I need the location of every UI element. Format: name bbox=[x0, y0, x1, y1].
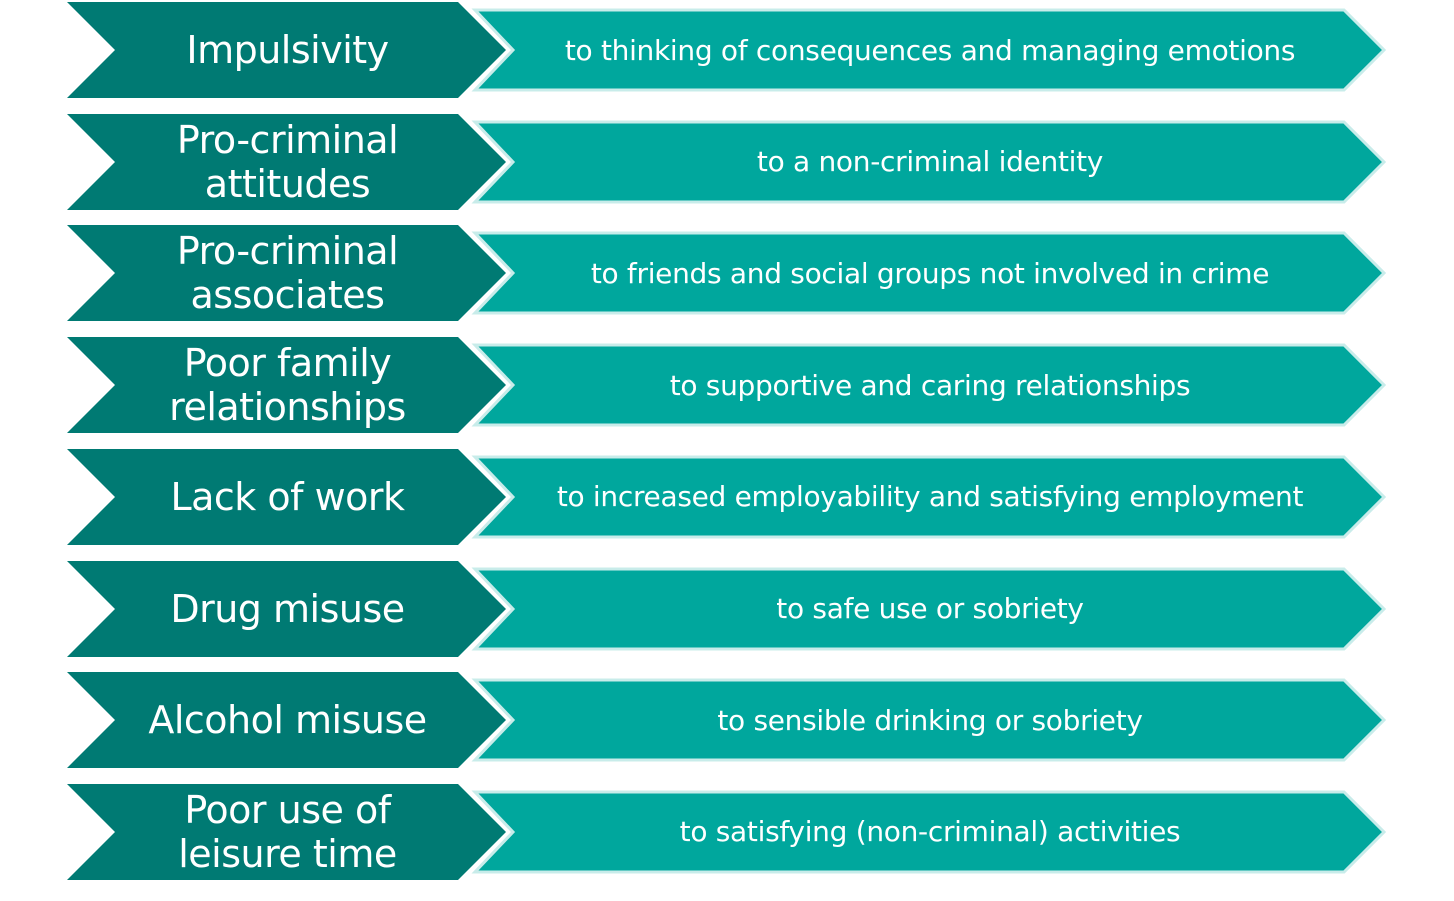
outcome-text-box: to supportive and caring relationships bbox=[505, 337, 1355, 433]
factor-chevron bbox=[67, 560, 506, 657]
outcome-chevron bbox=[471, 8, 1387, 92]
outcome-chevron bbox=[471, 790, 1387, 874]
outcome-chevron bbox=[471, 678, 1387, 762]
factor-label: Poor family relationships bbox=[169, 341, 406, 430]
factor-label: Poor use of leisure time bbox=[178, 787, 397, 876]
outcome-chevron bbox=[471, 455, 1387, 539]
row-shapes bbox=[67, 560, 1387, 657]
diagram-row: Poor family relationships to supportive a… bbox=[0, 337, 1454, 434]
outcome-text-box: to a non-criminal identity bbox=[505, 114, 1355, 210]
outcome-text: to thinking of consequences and managing… bbox=[564, 33, 1296, 67]
outcome-chevron bbox=[471, 120, 1387, 204]
row-shapes bbox=[67, 783, 1387, 880]
outcome-text: to a non-criminal identity bbox=[756, 145, 1104, 179]
diagram-row: Pro-criminal attitudes to a non-criminal … bbox=[0, 113, 1454, 210]
factor-label: Impulsivity bbox=[186, 28, 389, 72]
outcome-text: to satisfying (non-criminal) activities bbox=[679, 815, 1181, 849]
factor-label-box: Poor family relationships bbox=[100, 337, 475, 433]
factor-label-box: Alcohol misuse bbox=[100, 672, 475, 768]
factor-label-box: Impulsivity bbox=[100, 2, 475, 98]
factor-chevron bbox=[67, 783, 506, 880]
factor-chevron bbox=[67, 2, 506, 98]
outcome-text: to sensible drinking or sobriety bbox=[717, 703, 1143, 737]
outcome-text-box: to sensible drinking or sobriety bbox=[505, 672, 1355, 768]
factor-label-box: Drug misuse bbox=[100, 561, 475, 657]
row-shapes bbox=[67, 672, 1387, 769]
row-shapes bbox=[67, 448, 1387, 545]
outcome-chevron bbox=[471, 343, 1387, 427]
outcome-text-box: to friends and social groups not involve… bbox=[505, 225, 1355, 321]
outcome-text-box: to thinking of consequences and managing… bbox=[505, 2, 1355, 98]
factor-chevron bbox=[67, 672, 506, 769]
row-shapes bbox=[67, 225, 1387, 322]
row-shapes bbox=[67, 113, 1387, 210]
factor-label-box: Lack of work bbox=[100, 449, 475, 545]
factor-label-box: Pro-criminal attitudes bbox=[100, 114, 475, 210]
factor-chevron bbox=[67, 448, 506, 545]
outcome-chevron bbox=[471, 567, 1387, 650]
outcome-text: to safe use or sobriety bbox=[776, 592, 1084, 625]
factor-label-box: Pro-criminal associates bbox=[100, 225, 475, 321]
diagram-row: Lack of work to increased employability a… bbox=[0, 448, 1454, 545]
outcome-text-box: to satisfying (non-criminal) activities bbox=[505, 784, 1355, 880]
diagram-row: Drug misuse to safe use or sobriety bbox=[0, 560, 1454, 657]
factor-label: Pro-criminal attitudes bbox=[176, 117, 399, 206]
factor-label: Alcohol misuse bbox=[148, 698, 427, 743]
row-shapes bbox=[67, 337, 1387, 434]
diagram-row: Poor use of leisure time to satisfying (n… bbox=[0, 783, 1454, 880]
row-shapes bbox=[67, 2, 1387, 98]
factor-chevron bbox=[67, 113, 506, 210]
factor-chevron bbox=[67, 225, 506, 322]
factor-label: Lack of work bbox=[170, 474, 405, 519]
outcome-text-box: to safe use or sobriety bbox=[505, 561, 1355, 657]
outcome-text: to increased employability and satisfyin… bbox=[556, 480, 1304, 514]
factor-chevron bbox=[67, 337, 506, 434]
outcome-chevron bbox=[471, 231, 1387, 315]
diagram-row: Pro-criminal associates to friends and so… bbox=[0, 225, 1454, 322]
factor-label-box: Poor use of leisure time bbox=[100, 784, 475, 880]
diagram-row: Alcohol misuse to sensible drinking or so… bbox=[0, 672, 1454, 769]
outcome-text: to supportive and caring relationships bbox=[669, 368, 1191, 402]
outcome-text-box: to increased employability and satisfyin… bbox=[505, 449, 1355, 545]
outcome-text: to friends and social groups not involve… bbox=[590, 256, 1270, 290]
factor-label: Drug misuse bbox=[170, 586, 405, 631]
factor-label: Pro-criminal associates bbox=[176, 229, 399, 318]
diagram-row: Impulsivity to thinking of consequences a… bbox=[0, 2, 1454, 98]
